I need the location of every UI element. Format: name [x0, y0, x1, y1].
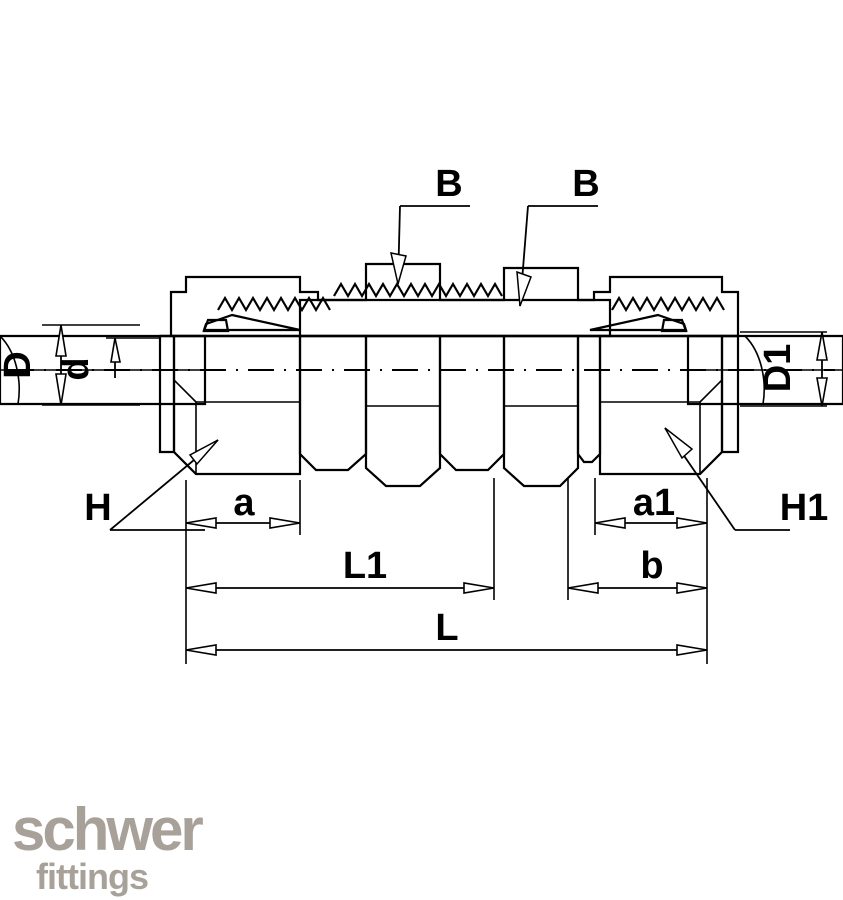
thread-right-nut	[611, 295, 725, 313]
thread-center-left	[333, 281, 503, 299]
label-D: D	[0, 351, 39, 378]
label-a1: a1	[633, 482, 675, 524]
label-b-left: B	[435, 163, 462, 205]
dimension-b: b	[567, 545, 708, 594]
label-H1: H1	[780, 487, 829, 529]
callout-b-right: B	[516, 163, 600, 307]
dimension-L1: L1	[185, 545, 495, 594]
thread-left-nut	[217, 295, 331, 313]
seal-ring-right	[660, 318, 688, 333]
brand-logo: schwer fittings	[12, 796, 206, 897]
label-L1: L1	[343, 545, 387, 587]
label-a: a	[233, 482, 255, 524]
label-H: H	[84, 487, 111, 529]
seal-ring-left	[202, 318, 230, 333]
dimension-extension-lines	[185, 478, 708, 664]
callout-b-left: B	[390, 163, 470, 285]
logo-brand-text: schwer	[12, 796, 203, 863]
callout-h-left: H	[84, 439, 219, 531]
label-d: d	[55, 357, 97, 380]
dimension-a1: a1	[594, 482, 708, 529]
dimension-D1: D1	[740, 331, 828, 407]
dimension-D: D	[0, 324, 140, 406]
logo-tagline-text: fittings	[36, 856, 148, 897]
label-D1: D1	[757, 344, 799, 393]
label-L: L	[435, 607, 458, 649]
dimension-a: a	[185, 482, 301, 529]
dimension-d: d	[55, 337, 160, 381]
callout-h-right: H1	[664, 427, 829, 531]
dimension-L: L	[185, 607, 708, 656]
label-b: b	[640, 545, 663, 587]
label-b-right: B	[572, 163, 599, 205]
